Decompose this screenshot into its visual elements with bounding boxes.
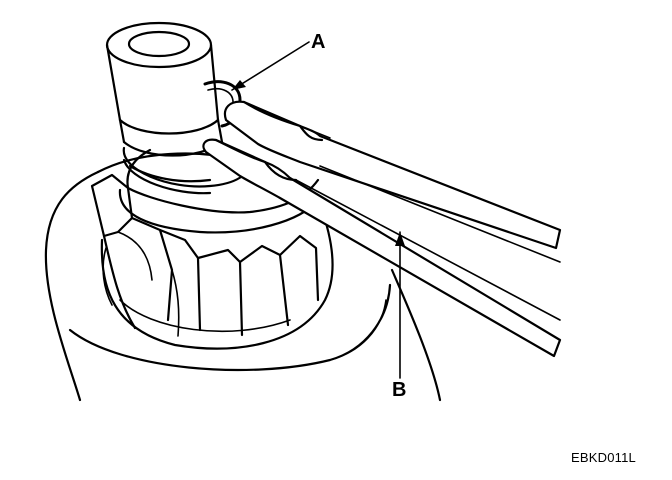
leader-line-a xyxy=(231,41,310,91)
callout-label-a: A xyxy=(311,31,326,53)
figure-code: EBKD011L xyxy=(571,450,636,465)
arrowhead-a xyxy=(232,80,246,90)
pinion-gear xyxy=(90,148,334,350)
callout-label-b: B xyxy=(392,379,407,401)
armature-shaft xyxy=(105,21,224,157)
pliers-tool xyxy=(202,100,562,358)
arrowhead-b xyxy=(395,232,405,246)
starter-housing xyxy=(44,152,442,402)
callout-leaders xyxy=(231,41,405,379)
